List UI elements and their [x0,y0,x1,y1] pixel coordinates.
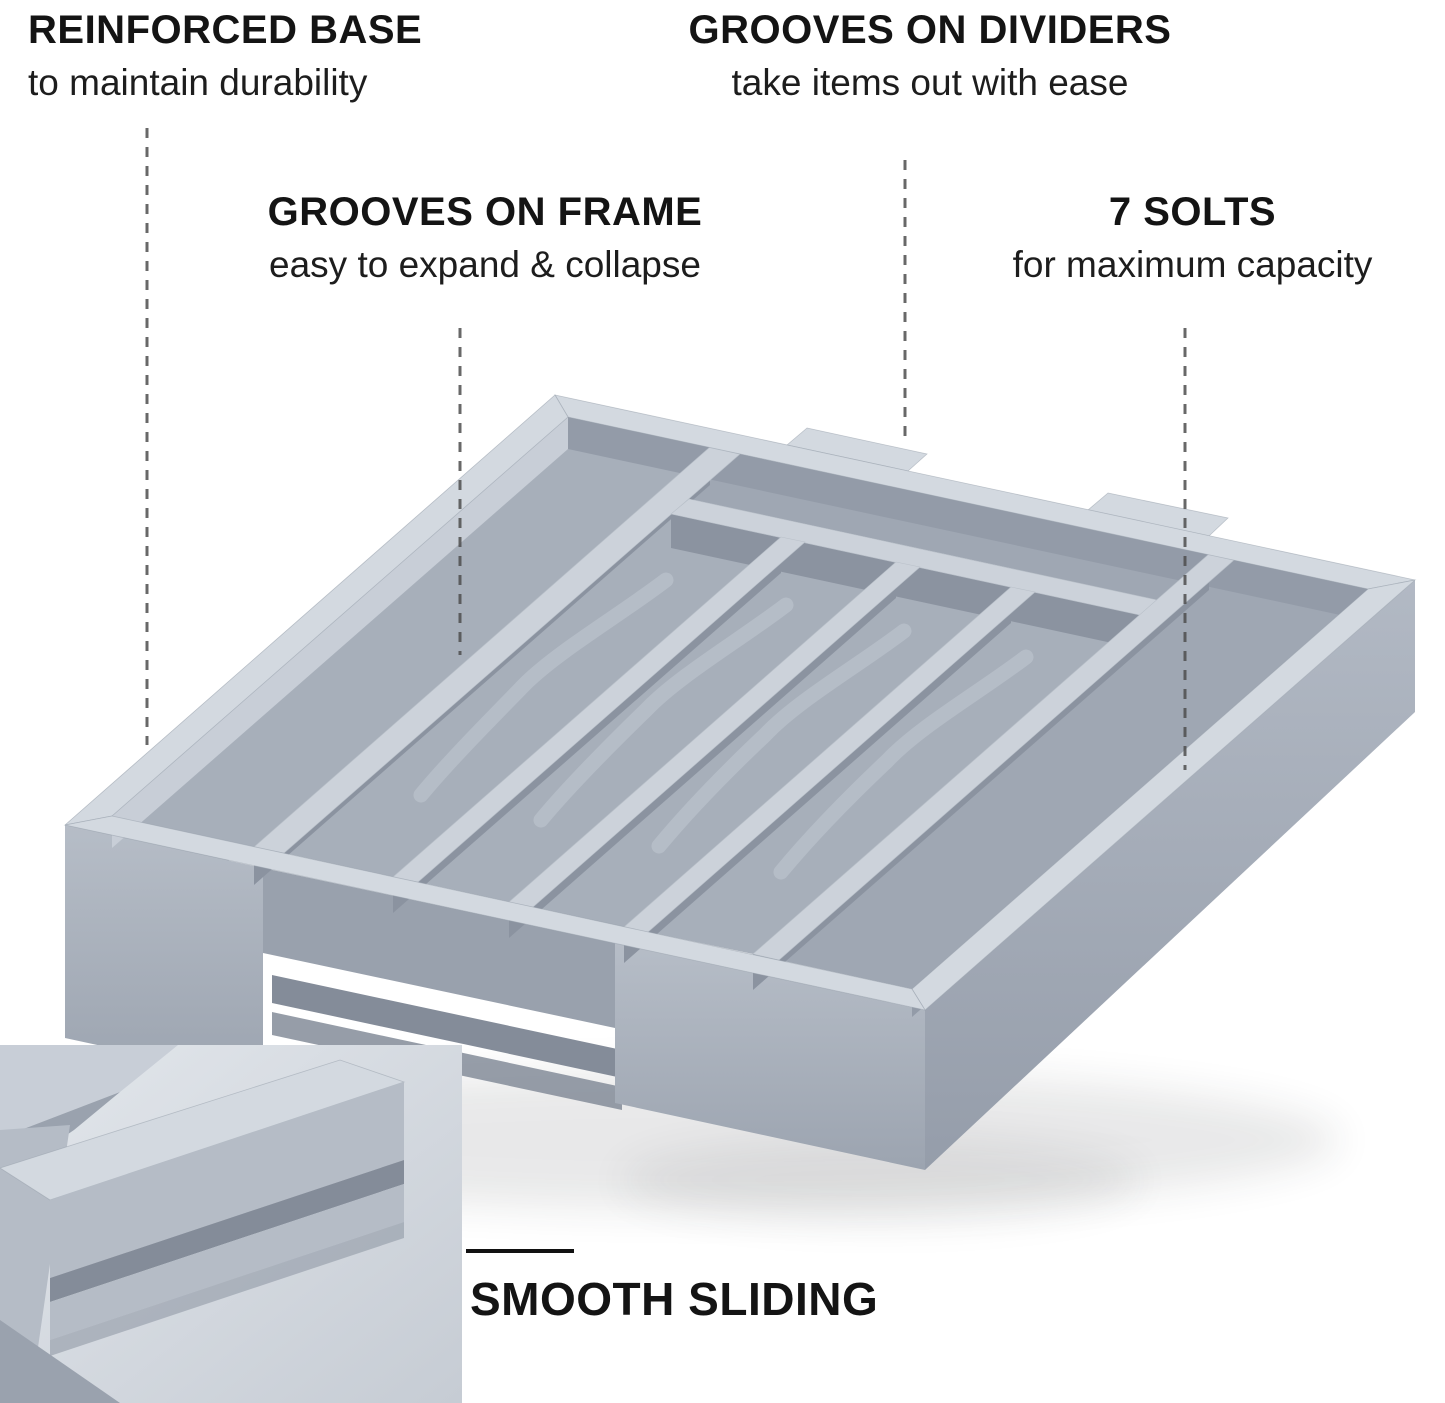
inset-corner-wall-rim [0,1045,178,1138]
annotation-grooves-on-frame: GROOVES ON FRAME easy to expand & collap… [190,188,780,288]
annotation-subtitle: to maintain durability [28,62,368,103]
inset-rail-groove [50,1160,404,1302]
front-rim [64,815,926,1011]
left-inner-face [112,417,568,848]
annotation-subtitle: for maximum capacity [1012,244,1373,285]
slide-rail-upper [272,975,622,1078]
middle-slot-floor-4 [648,592,1140,954]
inset-lower-wall [50,1184,404,1340]
tray-front-left-block [65,825,263,1081]
inset-bottom-wall [0,1320,120,1403]
annotation-title: GROOVES ON DIVIDERS [688,8,1172,52]
inset-base-shadow [50,1222,404,1356]
tray-front-recess [263,868,615,1028]
annotation-subtitle: easy to expand & collapse [269,244,701,285]
right-slot-floor [779,560,1368,989]
annotation-reinforced-base: REINFORCED BASE to maintain durability [28,6,422,106]
tray-dividers [253,446,1235,990]
zoom-inset-image [0,1045,462,1403]
slot-scoop-grooves [413,572,1034,880]
tray-rims [63,394,1417,1011]
leader-lines [145,128,1187,1253]
annotation-smooth-sliding: SMOOTH SLIDING [470,1273,879,1325]
left-slot-floor [112,417,710,847]
annotation-seven-slots: 7 SOLTS for maximum capacity [945,188,1440,288]
middle-slot-floor-1 [284,514,781,877]
frame-groove-tabs [786,427,1229,537]
back-inner-face [568,417,1368,621]
middle-slot-floor-3 [533,567,1011,927]
inset-main-wall-face [50,1082,404,1278]
annotation-title: GROOVES ON FRAME [267,190,703,234]
annotation-subtitle: take items out with ease [731,62,1129,103]
tray-right-wall-face [925,580,1415,1170]
middle-slot-floor-2 [418,542,896,902]
tray-front-right-block [615,943,925,1170]
annotation-title: 7 SOLTS [1108,190,1277,234]
annotation-title: REINFORCED BASE [28,8,423,52]
annotation-grooves-on-dividers: GROOVES ON DIVIDERS take items out with … [640,6,1220,106]
